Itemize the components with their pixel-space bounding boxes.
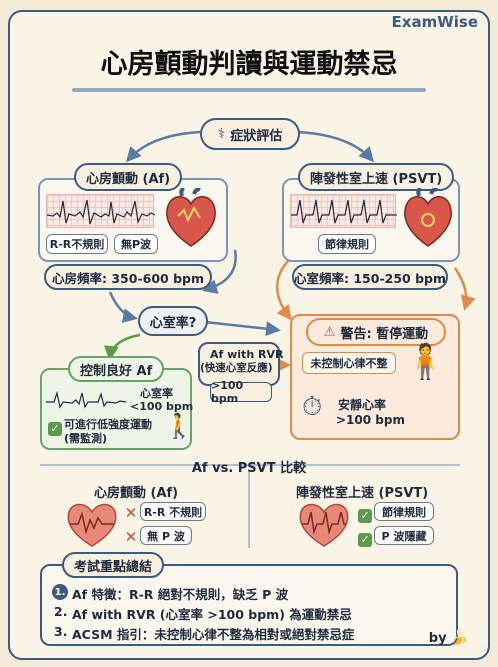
warning-title: ⚠ 警告: 暫停運動	[306, 318, 446, 346]
title-underline	[72, 88, 426, 92]
warning-triangle-icon: ⚠	[323, 324, 336, 340]
cross-icon: ✕	[124, 528, 138, 546]
arrow-to-psvt	[297, 130, 374, 163]
byline: by 🍌	[429, 630, 468, 646]
page-title: 心房顫動判讀與運動禁忌	[100, 49, 398, 80]
af-label: 心房顫動 (Af)	[74, 163, 183, 191]
psvt-ecg-strip	[290, 194, 397, 228]
af-ecg-trace	[46, 199, 156, 225]
controlled-rate-label: 心室率	[140, 387, 173, 400]
psvt-ventricular-rate: 心室頻率: 150-250 bpm	[292, 264, 448, 290]
stethoscope-icon: ⚕	[217, 126, 226, 142]
af-compare-item-2: 無 P 波	[140, 526, 192, 545]
af-compare-item-1: R-R 不規則	[140, 502, 206, 521]
rvr-line1: Af with RVR	[210, 348, 284, 361]
symptom-pill-label: 症狀評估	[230, 128, 283, 144]
stopwatch-icon: ⏱	[302, 392, 323, 422]
controlled-ecg-trace	[46, 390, 127, 410]
comparison-title: Af vs. PSVT 比較	[191, 461, 307, 476]
arrow-psvt-rate-to-warning	[453, 267, 476, 311]
banana-icon: 🍌	[450, 630, 468, 646]
check-icon: ✓	[358, 528, 372, 547]
psvt-heart-ecg-icon	[296, 500, 352, 548]
comparison-psvt-title: 陣發性室上速 (PSVT)	[296, 486, 429, 501]
af-heart-icon	[160, 186, 222, 250]
warning-uncontrolled: 未控制心律不整	[302, 352, 396, 374]
af-tag-rr-irregular: R-R不規則	[46, 234, 108, 254]
check-icon: ✓	[48, 417, 62, 436]
summary-number-3: 3.	[54, 624, 68, 639]
af-atrial-rate: 心房頻率: 350-600 bpm	[44, 264, 212, 290]
rvr-line2: (快速心室反應)	[200, 362, 273, 374]
rvr-box	[198, 342, 280, 386]
rvr-rate-value: >100 bpm	[210, 379, 272, 405]
byline-text: by	[428, 630, 447, 646]
controlled-note-line1: 可進行低強度運動	[64, 418, 152, 431]
controlled-af-title: 控制良好 Af	[68, 356, 165, 382]
psvt-compare-item-1: 節律規則	[374, 502, 434, 521]
resting-hr-label: 安靜心率	[338, 398, 387, 412]
walking-person-icon: 🚶	[164, 412, 194, 440]
summary-item-3: ACSM 指引：未控制心律不整為相對或絕對禁忌症	[72, 627, 355, 642]
psvt-tag-regular-rhythm: 節律規則	[318, 234, 376, 254]
controlled-rate-value: <100 bpm	[130, 400, 194, 413]
controlled-note-line2: (需監測)	[64, 432, 108, 445]
summary-title: 考試重點總結	[62, 552, 165, 578]
arrow-question-to-rvr	[204, 320, 281, 337]
af-ecg-strip	[46, 194, 156, 228]
check-icon: ✓	[358, 504, 372, 523]
psvt-label: 陣發性室上速 (PSVT)	[298, 163, 455, 191]
af-tag-no-p-wave: 無P波	[114, 234, 158, 254]
resting-hr-value: >100 bpm	[336, 413, 405, 427]
summary-item-1: Af 特徵：R-R 絕對不規則，缺乏 P 波	[72, 587, 289, 602]
psvt-compare-item-2: P 波隱藏	[374, 526, 434, 545]
arrow-af-to-question	[202, 249, 237, 294]
arrow-rate-to-question	[108, 291, 138, 323]
psvt-ecg-trace	[291, 199, 397, 224]
ventricular-rate-question: 心室率?	[138, 306, 208, 336]
cross-icon: ✕	[124, 504, 138, 522]
af-heart-ecg-icon	[64, 500, 120, 548]
summary-item-2: Af with RVR (心室率 >100 bpm) 為運動禁忌	[72, 607, 352, 622]
summary-number-2: 2.	[54, 604, 68, 619]
comparison-af-title: 心房顫動 (Af)	[94, 486, 179, 501]
psvt-heart-icon	[398, 186, 458, 250]
warning-title-label: 警告: 暫停運動	[340, 326, 429, 342]
person-chest-pain-icon: 🧍	[404, 342, 447, 382]
summary-number-1: 1.	[52, 584, 68, 600]
arrow-to-af	[126, 130, 201, 163]
symptom-assessment-pill: ⚕ 症狀評估	[200, 118, 300, 150]
arrow-question-to-controlled	[103, 333, 141, 361]
brand-logo: ExamWise	[391, 13, 478, 31]
